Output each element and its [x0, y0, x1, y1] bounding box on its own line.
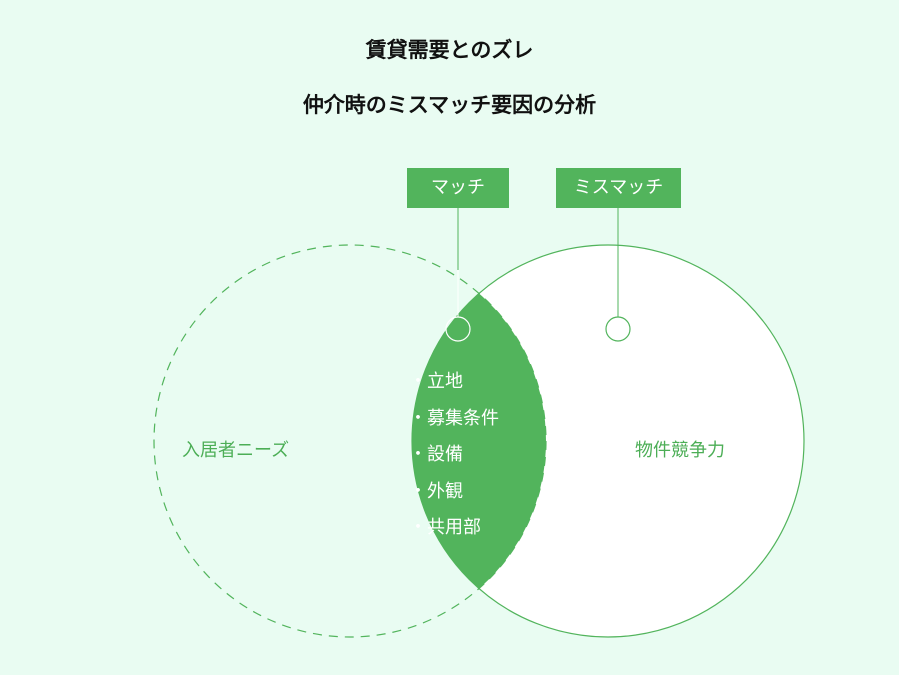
factor-item: ・募集条件 — [409, 407, 499, 429]
mismatch-marker — [605, 316, 631, 342]
mismatch-tag: ミスマッチ — [556, 168, 681, 208]
overlap-region — [412, 245, 546, 637]
tenant-needs-circle — [153, 244, 547, 638]
property-competitiveness-label: 物件競争力 — [635, 440, 725, 461]
diagram-title-line-2: 仲介時のミスマッチ要因の分析 — [302, 93, 597, 117]
factor-item: ・設備 — [409, 444, 463, 465]
diagram-title-line-1: 賃貸需要とのズレ — [365, 38, 534, 62]
factor-item: ・共用部 — [409, 517, 481, 538]
factor-item: ・外観 — [409, 480, 463, 502]
match-marker — [445, 316, 471, 342]
factor-item: ・立地 — [409, 371, 463, 392]
match-factor-list: ・立地 ・募集条件 ・設備 ・外観 ・共用部 — [409, 369, 499, 552]
tenant-needs-label: 入居者ニーズ — [182, 440, 290, 461]
match-tag: マッチ — [407, 168, 509, 208]
